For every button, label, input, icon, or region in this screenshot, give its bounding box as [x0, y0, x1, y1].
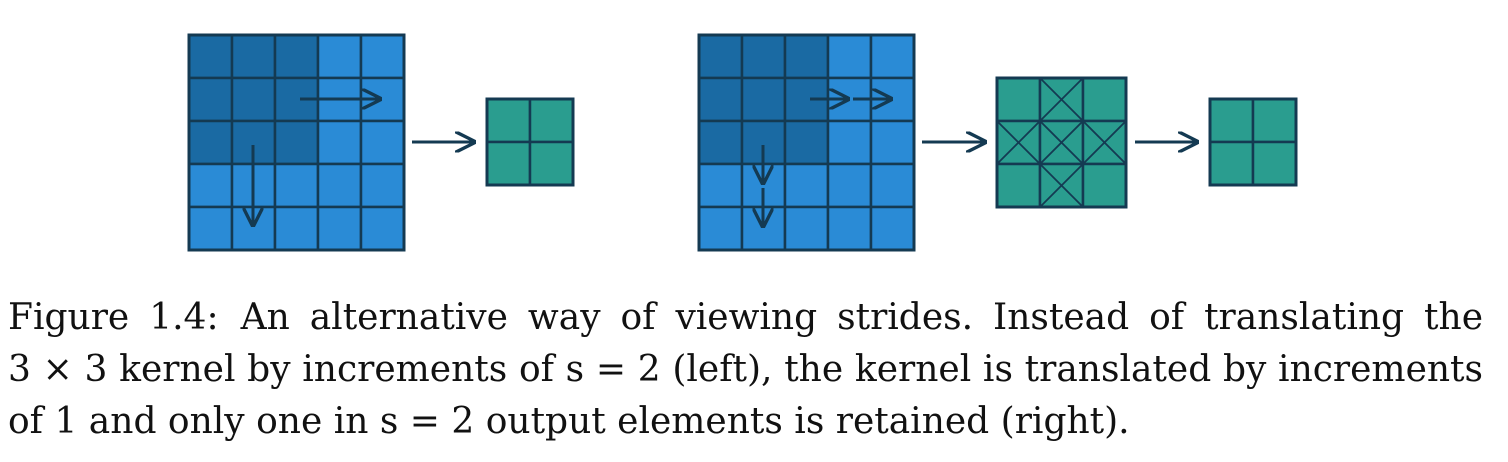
- caption-text-3: of 1 and only one in s = 2 output elemen…: [8, 401, 1130, 442]
- right-input-cell: [697, 119, 744, 166]
- right-full-output-cell: [1081, 162, 1128, 209]
- right-full-output-cell: [995, 76, 1042, 123]
- right-input-cell: [783, 162, 830, 209]
- right-input-cell: [783, 33, 830, 80]
- left-output-cell: [528, 140, 575, 187]
- left-output-cell: [528, 97, 575, 144]
- figure-label: Figure 1.4:: [8, 297, 219, 338]
- right-input-cell: [869, 162, 916, 209]
- figure-caption: Figure 1.4: An alternative way of viewing…: [8, 292, 1483, 448]
- right-input-cell: [826, 162, 873, 209]
- right-input-cell: [826, 119, 873, 166]
- right-input-cell: [826, 205, 873, 252]
- caption-line-1: Figure 1.4: An alternative way of viewing…: [8, 292, 1483, 344]
- right-input-border: [697, 33, 916, 252]
- left-input-cell: [187, 33, 234, 80]
- right-input-cell: [869, 205, 916, 252]
- left-input-cell: [187, 205, 234, 252]
- left-input-cell: [273, 162, 320, 209]
- left-output-cell: [485, 140, 532, 187]
- right-input-cell: [869, 33, 916, 80]
- caption-line-2: 3 × 3 kernel by increments of s = 2 (lef…: [8, 344, 1483, 396]
- caption-text-2: 3 × 3 kernel by increments of s = 2 (lef…: [8, 349, 1483, 390]
- right-input-cell: [869, 119, 916, 166]
- left-input-cell: [316, 33, 363, 80]
- right-input-cell: [740, 76, 787, 123]
- left-input-cell: [273, 119, 320, 166]
- right-input-cell: [697, 205, 744, 252]
- left-input-cell: [230, 76, 277, 123]
- left-input-cell: [359, 162, 406, 209]
- right-output-cell: [1251, 97, 1298, 144]
- left-input-cell: [359, 33, 406, 80]
- right-input-cell: [783, 119, 830, 166]
- right-stride-arrows: [763, 99, 891, 226]
- left-input-border: [187, 33, 406, 252]
- right-full-output-cell: [995, 162, 1042, 209]
- right-full-output-discarded-cross: [996, 120, 1041, 165]
- left-input-cell: [316, 162, 363, 209]
- right-subsampled-output-grid: [1208, 97, 1298, 187]
- right-input-cell: [740, 33, 787, 80]
- left-input-cell: [273, 205, 320, 252]
- left-input-cell: [187, 119, 234, 166]
- right-output-cell: [1251, 140, 1298, 187]
- left-input-grid: [187, 33, 406, 252]
- right-full-output-grid: [995, 76, 1128, 209]
- right-input-cell: [697, 162, 744, 209]
- right-full-output-discarded-cross: [1039, 120, 1084, 165]
- caption-text-1: An alternative way of viewing strides. I…: [240, 297, 1483, 338]
- right-full-output-discarded-cross: [1082, 120, 1127, 165]
- right-output-cell: [1208, 97, 1255, 144]
- left-input-cell: [316, 119, 363, 166]
- right-output-border: [1208, 97, 1298, 187]
- right-input-cell: [697, 33, 744, 80]
- right-full-output-discarded-cross: [1039, 77, 1084, 122]
- right-input-grid: [697, 33, 916, 252]
- right-output-cell: [1208, 140, 1255, 187]
- left-input-cell: [187, 162, 234, 209]
- right-full-output-discarded-cross: [1039, 163, 1084, 208]
- left-stride-arrows: [253, 99, 380, 225]
- right-input-cell: [826, 33, 873, 80]
- stride-figure: [187, 33, 1298, 252]
- left-output-border: [485, 97, 575, 187]
- right-input-cell: [783, 205, 830, 252]
- left-input-cell: [187, 76, 234, 123]
- left-output-grid: [485, 97, 575, 187]
- left-input-cell: [230, 33, 277, 80]
- right-full-output-border: [995, 76, 1128, 209]
- left-input-cell: [316, 205, 363, 252]
- caption-line-3: of 1 and only one in s = 2 output elemen…: [8, 396, 1483, 448]
- right-full-output-cell: [1081, 76, 1128, 123]
- left-output-cell: [485, 97, 532, 144]
- left-input-cell: [273, 33, 320, 80]
- right-input-cell: [783, 76, 830, 123]
- right-input-cell: [697, 76, 744, 123]
- left-input-cell: [359, 119, 406, 166]
- left-input-cell: [359, 205, 406, 252]
